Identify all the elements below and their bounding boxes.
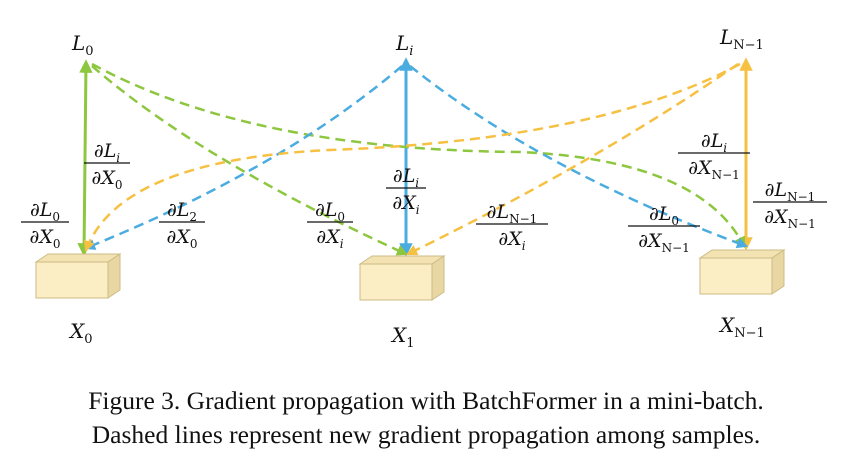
caption-line-1: Figure 3. Gradient propagation with Batc… bbox=[88, 386, 764, 415]
figure-caption: Figure 3. Gradient propagation with Batc… bbox=[0, 384, 852, 452]
dashed-arrow-ln-x0 bbox=[83, 62, 741, 253]
svg-text:∂XN−1: ∂XN−1 bbox=[764, 206, 816, 231]
solid-arrow-l0-x0 bbox=[77, 59, 93, 257]
gradient-dl0-dxi: ∂L0 ∂Xi bbox=[307, 199, 353, 251]
svg-text:∂Li: ∂Li bbox=[393, 165, 419, 190]
svg-text:∂L0: ∂L0 bbox=[315, 199, 345, 224]
svg-text:∂X0: ∂X0 bbox=[167, 226, 198, 251]
gradient-dln-dxn: ∂LN−1 ∂XN−1 bbox=[753, 179, 827, 231]
svg-text:∂Xi: ∂Xi bbox=[498, 228, 525, 253]
gradient-dln-dxi: ∂LN−1 ∂Xi bbox=[476, 201, 548, 253]
dashed-arrow-ln-x1 bbox=[405, 62, 739, 256]
svg-text:∂L2: ∂L2 bbox=[167, 199, 197, 224]
dashed-arrow-li-x0 bbox=[83, 65, 403, 250]
svg-text:∂Xi: ∂Xi bbox=[392, 192, 419, 217]
svg-text:∂L0: ∂L0 bbox=[30, 199, 60, 224]
gradient-dl0-dxn: ∂L0 ∂XN−1 bbox=[628, 203, 700, 255]
sample-box-x1 bbox=[358, 255, 446, 301]
svg-text:∂X0: ∂X0 bbox=[92, 167, 123, 192]
svg-text:∂Xi: ∂Xi bbox=[316, 226, 343, 251]
sample-label-x1: X1 bbox=[390, 323, 415, 351]
loss-label-l0: L0 bbox=[71, 31, 94, 59]
svg-text:∂L0: ∂L0 bbox=[649, 203, 679, 228]
gradient-labels: ∂L0 ∂X0 ∂Li ∂X0 ∂L2 ∂X0 ∂L0 ∂Xi ∂Li ∂Xi … bbox=[21, 130, 827, 255]
sample-box-xn bbox=[698, 249, 786, 295]
gradient-dli-dx0: ∂Li ∂X0 bbox=[84, 140, 130, 192]
gradient-dl2-dx0: ∂L2 ∂X0 bbox=[159, 199, 205, 251]
sample-box-x0 bbox=[34, 253, 122, 299]
svg-text:∂LN−1: ∂LN−1 bbox=[487, 201, 538, 226]
svg-text:∂Li: ∂Li bbox=[94, 140, 120, 165]
sample-label-xn: XN−1 bbox=[718, 313, 765, 341]
svg-text:∂LN−1: ∂LN−1 bbox=[765, 179, 816, 204]
loss-label-ln: LN−1 bbox=[719, 25, 764, 53]
dashed-arrow-l0-xn bbox=[91, 62, 746, 249]
gradient-propagation-diagram: L0 Li LN−1 X0 X1 XN−1 ∂L0 ∂X0 ∂Li ∂X0 ∂L… bbox=[21, 25, 827, 351]
gradient-dli-dxn: ∂Li ∂XN−1 bbox=[678, 130, 750, 182]
sample-label-x0: X0 bbox=[68, 319, 93, 347]
svg-text:∂XN−1: ∂XN−1 bbox=[638, 230, 690, 255]
gradient-dli-dxi: ∂Li ∂Xi bbox=[386, 165, 426, 217]
caption-line-2: Dashed lines represent new gradient prop… bbox=[91, 420, 761, 449]
dashed-arrow-li-xn bbox=[409, 65, 749, 249]
svg-text:∂Li: ∂Li bbox=[701, 130, 727, 155]
loss-label-li: Li bbox=[395, 31, 413, 59]
svg-text:∂XN−1: ∂XN−1 bbox=[688, 157, 740, 182]
dashed-arrow-l0-x1 bbox=[91, 65, 409, 256]
svg-text:∂X0: ∂X0 bbox=[30, 226, 61, 251]
gradient-dl0-dx0: ∂L0 ∂X0 bbox=[21, 199, 69, 251]
